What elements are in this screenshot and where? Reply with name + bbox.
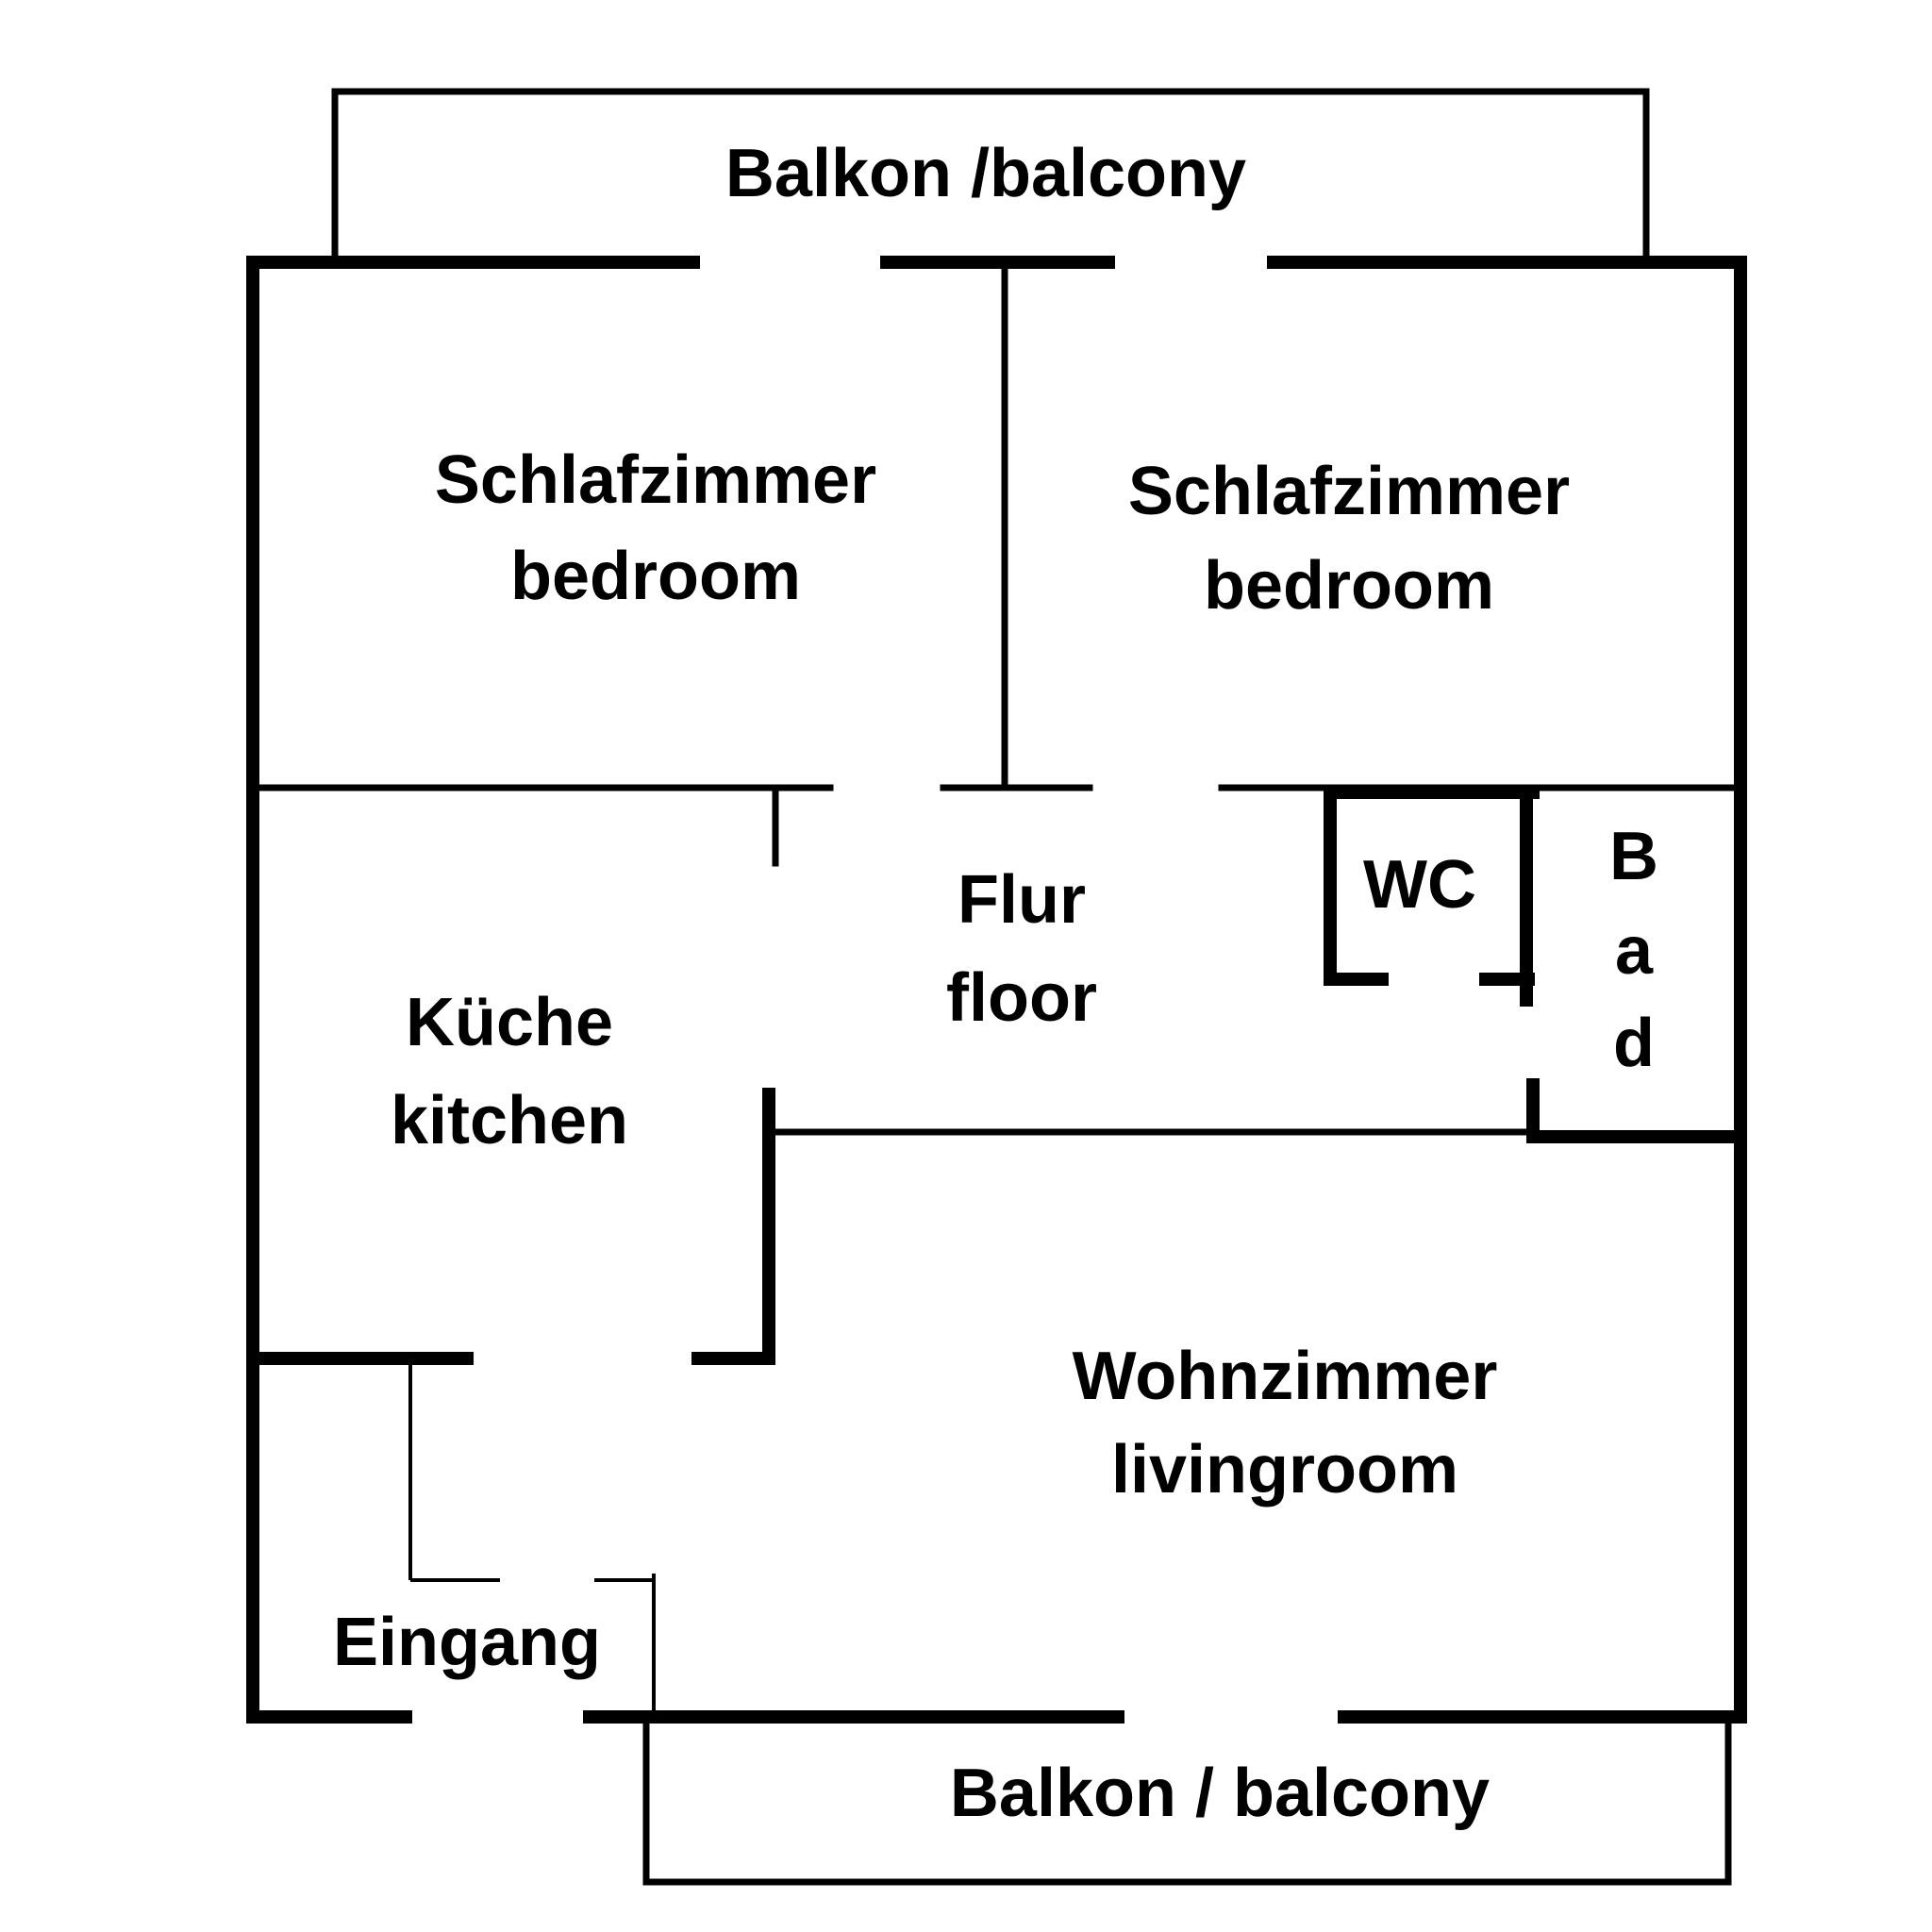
bath-label-3: d	[1613, 1006, 1655, 1081]
wc-label: WC	[1363, 847, 1476, 923]
bedroom-left-label-en: bedroom	[510, 539, 801, 614]
bedroom-right-label-de: Schlafzimmer	[1128, 454, 1570, 529]
hall-bottom-wall	[765, 1128, 1747, 1143]
kitchen-label-de: Küche	[406, 985, 613, 1060]
balcony-bottom-outline	[642, 1718, 1732, 1886]
balcony-top-label: Balkon /balcony	[725, 136, 1246, 211]
hall-label-de: Flur	[958, 862, 1086, 938]
living-label-de: Wohnzimmer	[1073, 1339, 1498, 1414]
bedroom-left-label-de: Schlafzimmer	[435, 442, 876, 518]
entrance-partition	[408, 1363, 656, 1717]
entrance-label: Eingang	[333, 1605, 601, 1680]
living-label-en: livingroom	[1111, 1432, 1458, 1507]
kitchen-label-en: kitchen	[391, 1083, 628, 1158]
balcony-bottom-label: Balkon / balcony	[950, 1756, 1490, 1831]
hall-label-en: floor	[946, 960, 1097, 1036]
kitchen-right-wall	[762, 787, 779, 1365]
wc-walls	[1324, 786, 1540, 1007]
balcony-top-outline	[331, 88, 1650, 258]
bedroom-right-label-en: bedroom	[1204, 548, 1494, 624]
bath-label-2: a	[1615, 913, 1654, 989]
bath-label-1: B	[1609, 819, 1658, 894]
